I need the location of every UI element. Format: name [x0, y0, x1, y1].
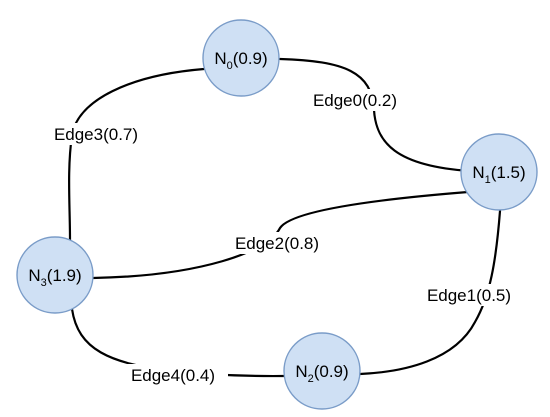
- node-n1: N1(1.5): [460, 133, 538, 211]
- node-n1-label: N1(1.5): [472, 163, 525, 186]
- edge-2-label: Edge2(0.8): [228, 232, 326, 254]
- node-n0-label: N0(0.9): [214, 49, 267, 72]
- edge-1-label-bg: [423, 284, 518, 306]
- edge-labels-group: Edge0(0.2) Edge1(0.5) Edge2(0.8) Edge3(0…: [38, 89, 518, 386]
- node-n0-circle: [202, 19, 280, 97]
- node-n3: N3(1.9): [16, 236, 94, 314]
- edge-2-label-text: Edge2(0.8): [235, 234, 319, 253]
- edge-4-label: Edge4(0.4): [118, 364, 228, 386]
- edge-3-line: [68, 67, 206, 242]
- edge-3-label-text: Edge3(0.7): [54, 125, 138, 144]
- node-n2-circle: [283, 332, 361, 410]
- edge-1-label-text: Edge1(0.5): [427, 286, 511, 305]
- edge-1-line: [358, 209, 502, 376]
- edge-4-label-text: Edge4(0.4): [131, 366, 215, 385]
- edge-0-label: Edge0(0.2): [308, 89, 403, 111]
- edge-3-label: Edge3(0.7): [38, 123, 153, 145]
- edge-2-label-bg: [228, 232, 326, 254]
- nodes-group: N0(0.9) N1(1.5) N2(0.9) N3(1.9): [16, 19, 538, 410]
- edge-0-label-bg: [308, 89, 403, 111]
- node-n0: N0(0.9): [202, 19, 280, 97]
- edge-2-line: [91, 190, 470, 280]
- node-n3-circle: [16, 236, 94, 314]
- node-n1-circle: [460, 133, 538, 211]
- edge-4-label-bg: [118, 364, 228, 386]
- edge-0-line: [278, 57, 472, 173]
- edge-1-label: Edge1(0.5): [423, 284, 518, 306]
- node-n2-label: N2(0.9): [295, 362, 348, 385]
- edges-group: [68, 57, 502, 378]
- node-n2: N2(0.9): [283, 332, 361, 410]
- node-n3-label: N3(1.9): [28, 266, 81, 289]
- edge-3-label-bg: [38, 123, 153, 145]
- edge-0-label-text: Edge0(0.2): [313, 91, 397, 110]
